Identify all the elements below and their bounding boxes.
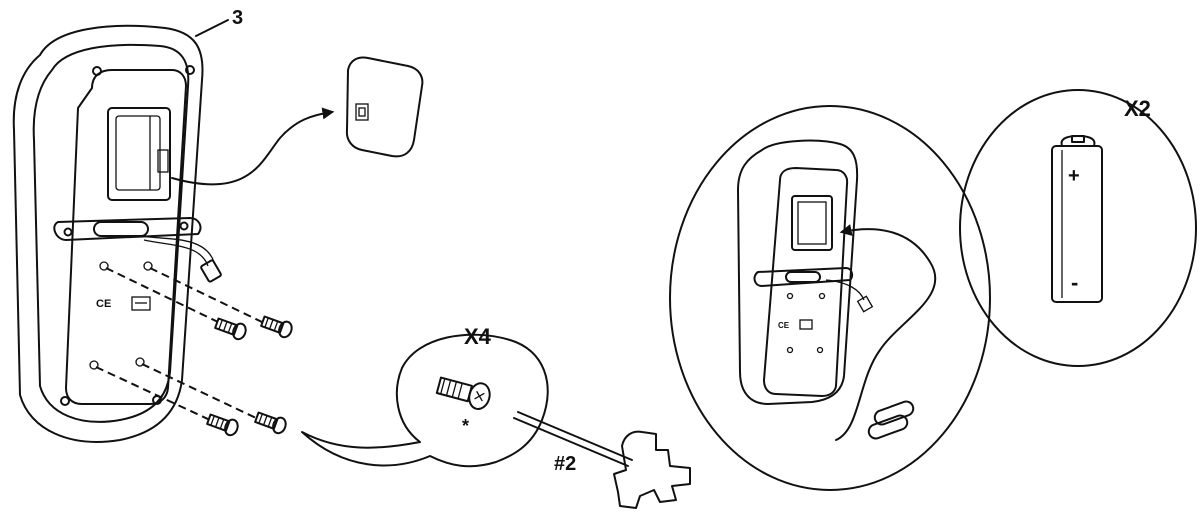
device-back-plate: CE xyxy=(12,24,222,443)
battery-minus-label: - xyxy=(1071,270,1078,295)
battery-detail-circle: + - xyxy=(959,89,1197,367)
screw-count-label: X4 xyxy=(464,324,492,349)
screw-icon xyxy=(435,376,491,410)
battery-count-label: X2 xyxy=(1124,96,1151,121)
battery-plus-label: + xyxy=(1068,165,1080,187)
screw-detail-callout xyxy=(301,333,549,468)
screw-paths xyxy=(95,267,263,421)
battery-cover-icon xyxy=(345,56,424,158)
screwdriver-icon xyxy=(513,411,691,509)
screw-icon xyxy=(206,315,293,437)
battery-install-detail: CE xyxy=(669,105,991,491)
aa-battery-icon xyxy=(1051,135,1103,303)
cover-removal-arrow xyxy=(171,107,335,186)
part-number-label: 3 xyxy=(232,7,243,29)
ce-mark: CE xyxy=(96,298,111,310)
screwdriver-size-label: #2 xyxy=(554,453,576,475)
aa-battery-icon xyxy=(867,400,915,440)
ce-mark-small: CE xyxy=(778,321,790,330)
screw-note-asterisk: * xyxy=(462,416,469,436)
